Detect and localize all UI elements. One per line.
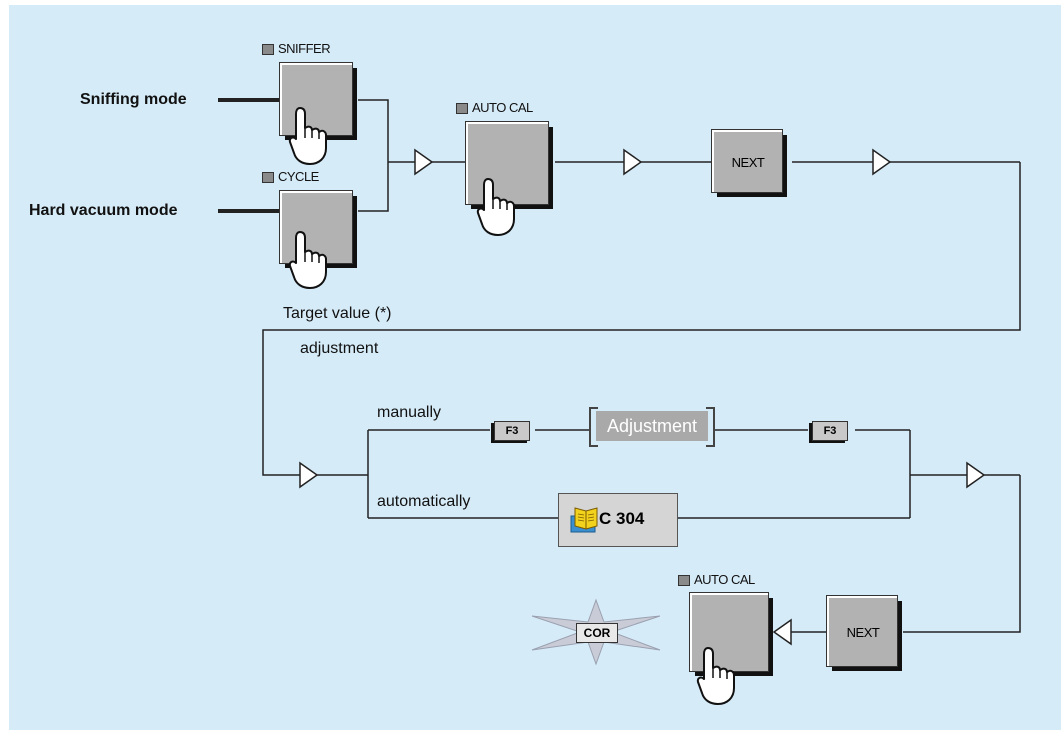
auto-cal-bottom-caption: AUTO CAL: [694, 572, 755, 587]
sniffing-mode-label: Sniffing mode: [80, 91, 187, 108]
adjustment-label: adjustment: [300, 340, 379, 357]
cycle-led: [262, 172, 274, 183]
merge-bracket: [358, 99, 389, 212]
pointing-hand-icon: [288, 107, 327, 165]
hard-vacuum-mode-label: Hard vacuum mode: [29, 202, 178, 219]
flow-arrow-icon: [966, 461, 986, 489]
cor-badge: COR: [576, 623, 618, 643]
adjustment-display: Adjustment: [596, 411, 708, 441]
cycle-caption: CYCLE: [278, 169, 319, 184]
error-code: C 304: [599, 509, 645, 528]
flow-arrow-icon: [772, 618, 792, 646]
pointing-hand-icon: [288, 231, 327, 289]
auto-cal-button[interactable]: [465, 121, 549, 205]
target-value-label: Target value (*): [283, 305, 392, 322]
pointing-hand-icon: [696, 647, 735, 705]
auto-cal-caption: AUTO CAL: [472, 100, 533, 115]
auto-cal-led: [456, 103, 468, 114]
next-bottom-button[interactable]: NEXT: [826, 595, 898, 667]
sniffer-button[interactable]: [279, 62, 353, 136]
flow-arrow-icon: [623, 148, 643, 176]
manual-book-icon: [570, 507, 598, 533]
flow-arrow-icon: [414, 148, 434, 176]
automatically-label: automatically: [377, 493, 471, 510]
auto-cal-bottom-led: [678, 575, 690, 586]
f3-key-right[interactable]: F3: [812, 421, 848, 441]
f3-key-left[interactable]: F3: [494, 421, 530, 441]
error-message-box: C 304: [558, 493, 678, 547]
sniffer-caption: SNIFFER: [278, 41, 331, 56]
sniffer-led: [262, 44, 274, 55]
pointing-hand-icon: [476, 178, 515, 236]
cycle-button[interactable]: [279, 190, 353, 264]
next-button[interactable]: NEXT: [711, 129, 783, 193]
manually-label: manually: [377, 404, 442, 421]
flow-arrow-icon: [872, 148, 892, 176]
flow-arrow-icon: [299, 461, 319, 489]
